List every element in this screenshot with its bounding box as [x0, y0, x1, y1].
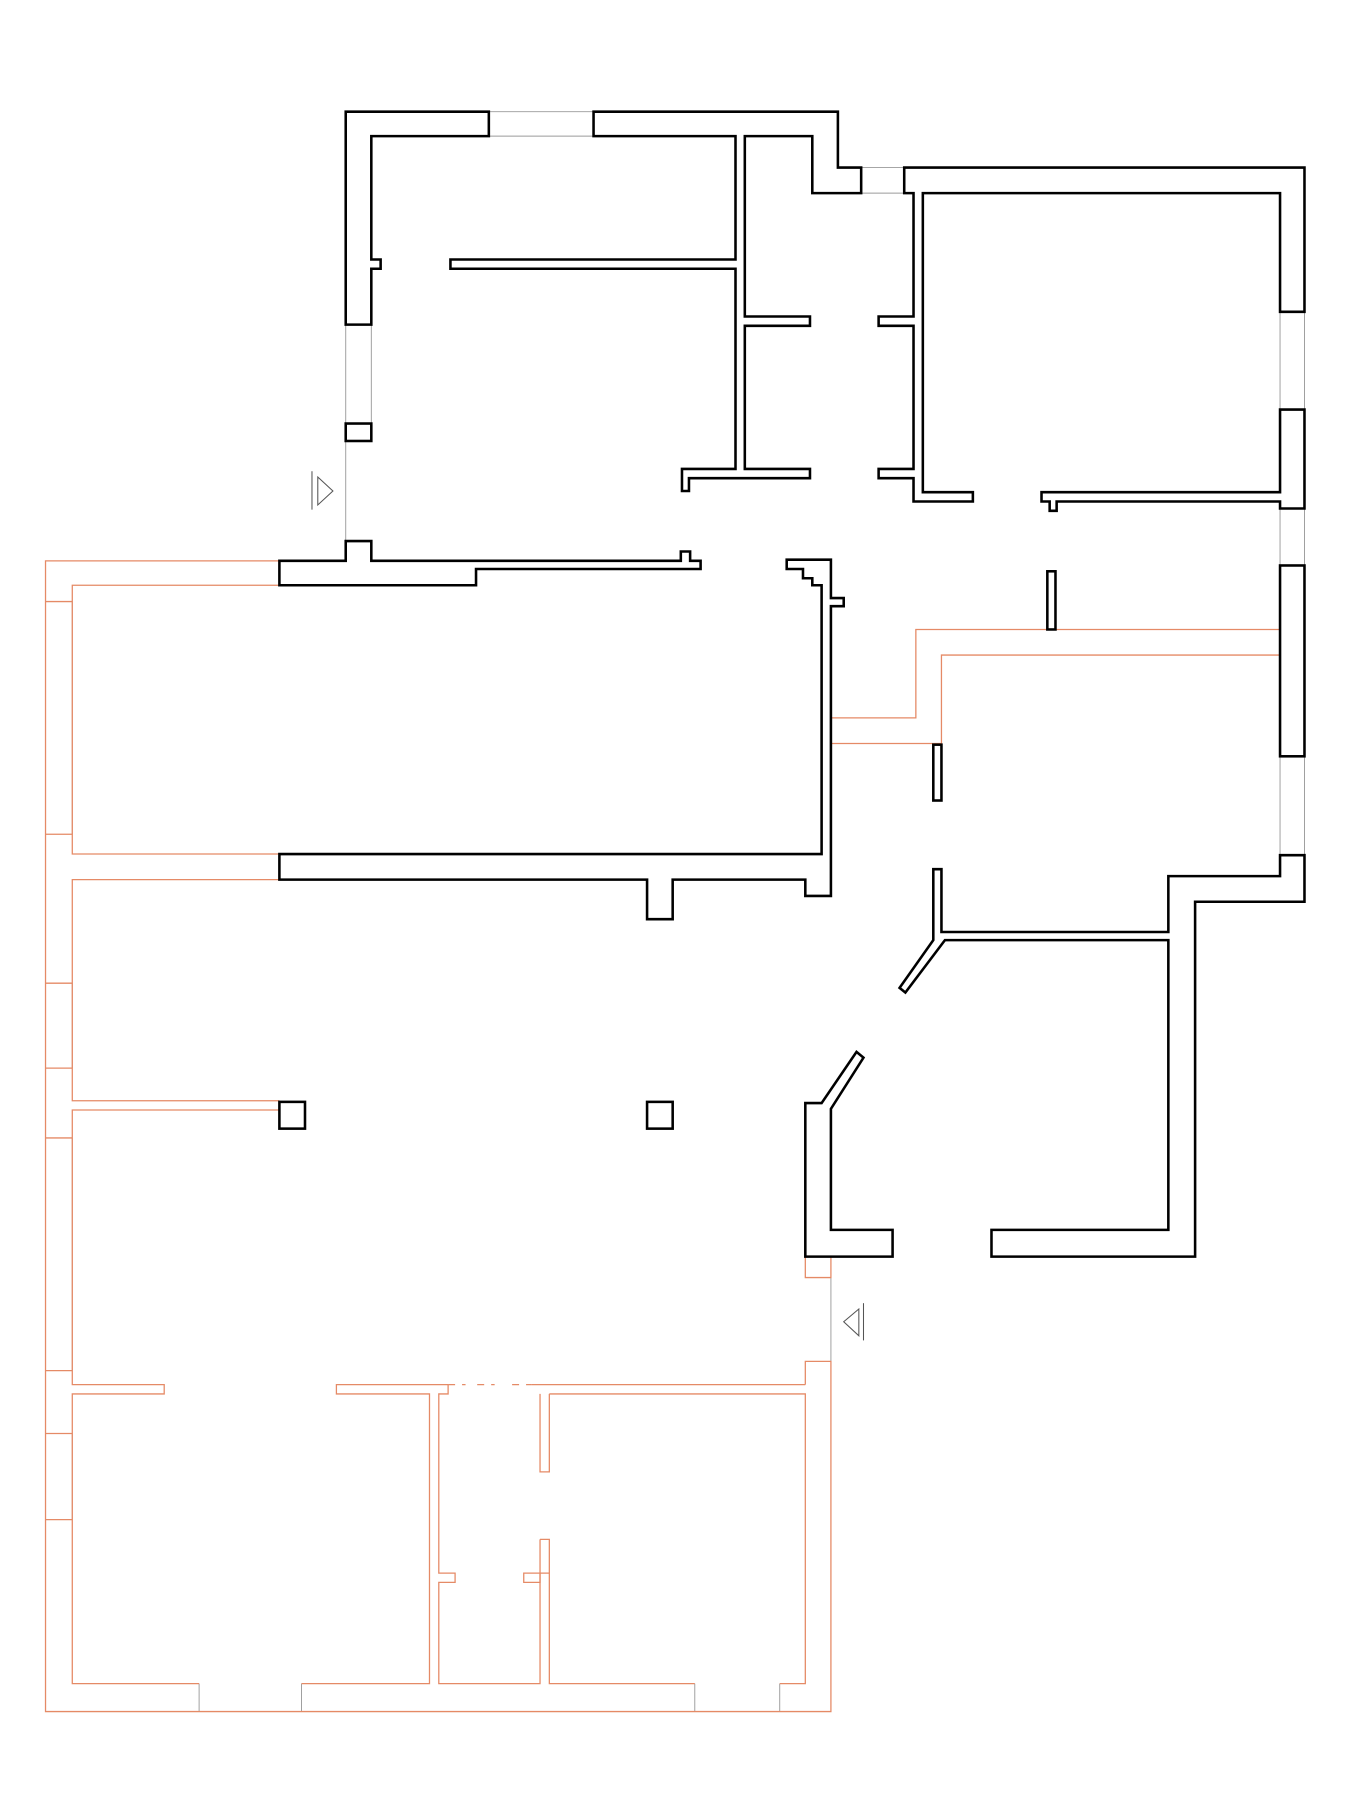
wall-stub	[932, 743, 943, 802]
wall-center-bracket	[278, 558, 845, 921]
new-partitions	[44, 560, 1281, 1713]
entrance-arrow-icon	[842, 1303, 865, 1341]
wall-entry	[804, 1049, 894, 1258]
entrance-arrow-icon	[311, 471, 334, 510]
wall-east-pier	[1278, 564, 1306, 758]
wall-east-room	[1040, 408, 1306, 513]
wall-north-west	[344, 110, 491, 326]
wall-stub	[1046, 570, 1057, 631]
column	[645, 1100, 674, 1130]
column	[278, 1100, 307, 1130]
wall-north-east	[877, 166, 1306, 503]
wall-stub	[344, 422, 373, 443]
existing-walls	[278, 110, 1306, 1258]
windows	[45, 111, 1305, 1713]
wall-center-north	[278, 539, 702, 587]
wall-north-center	[449, 110, 863, 493]
wall-south-east	[897, 853, 1306, 1258]
